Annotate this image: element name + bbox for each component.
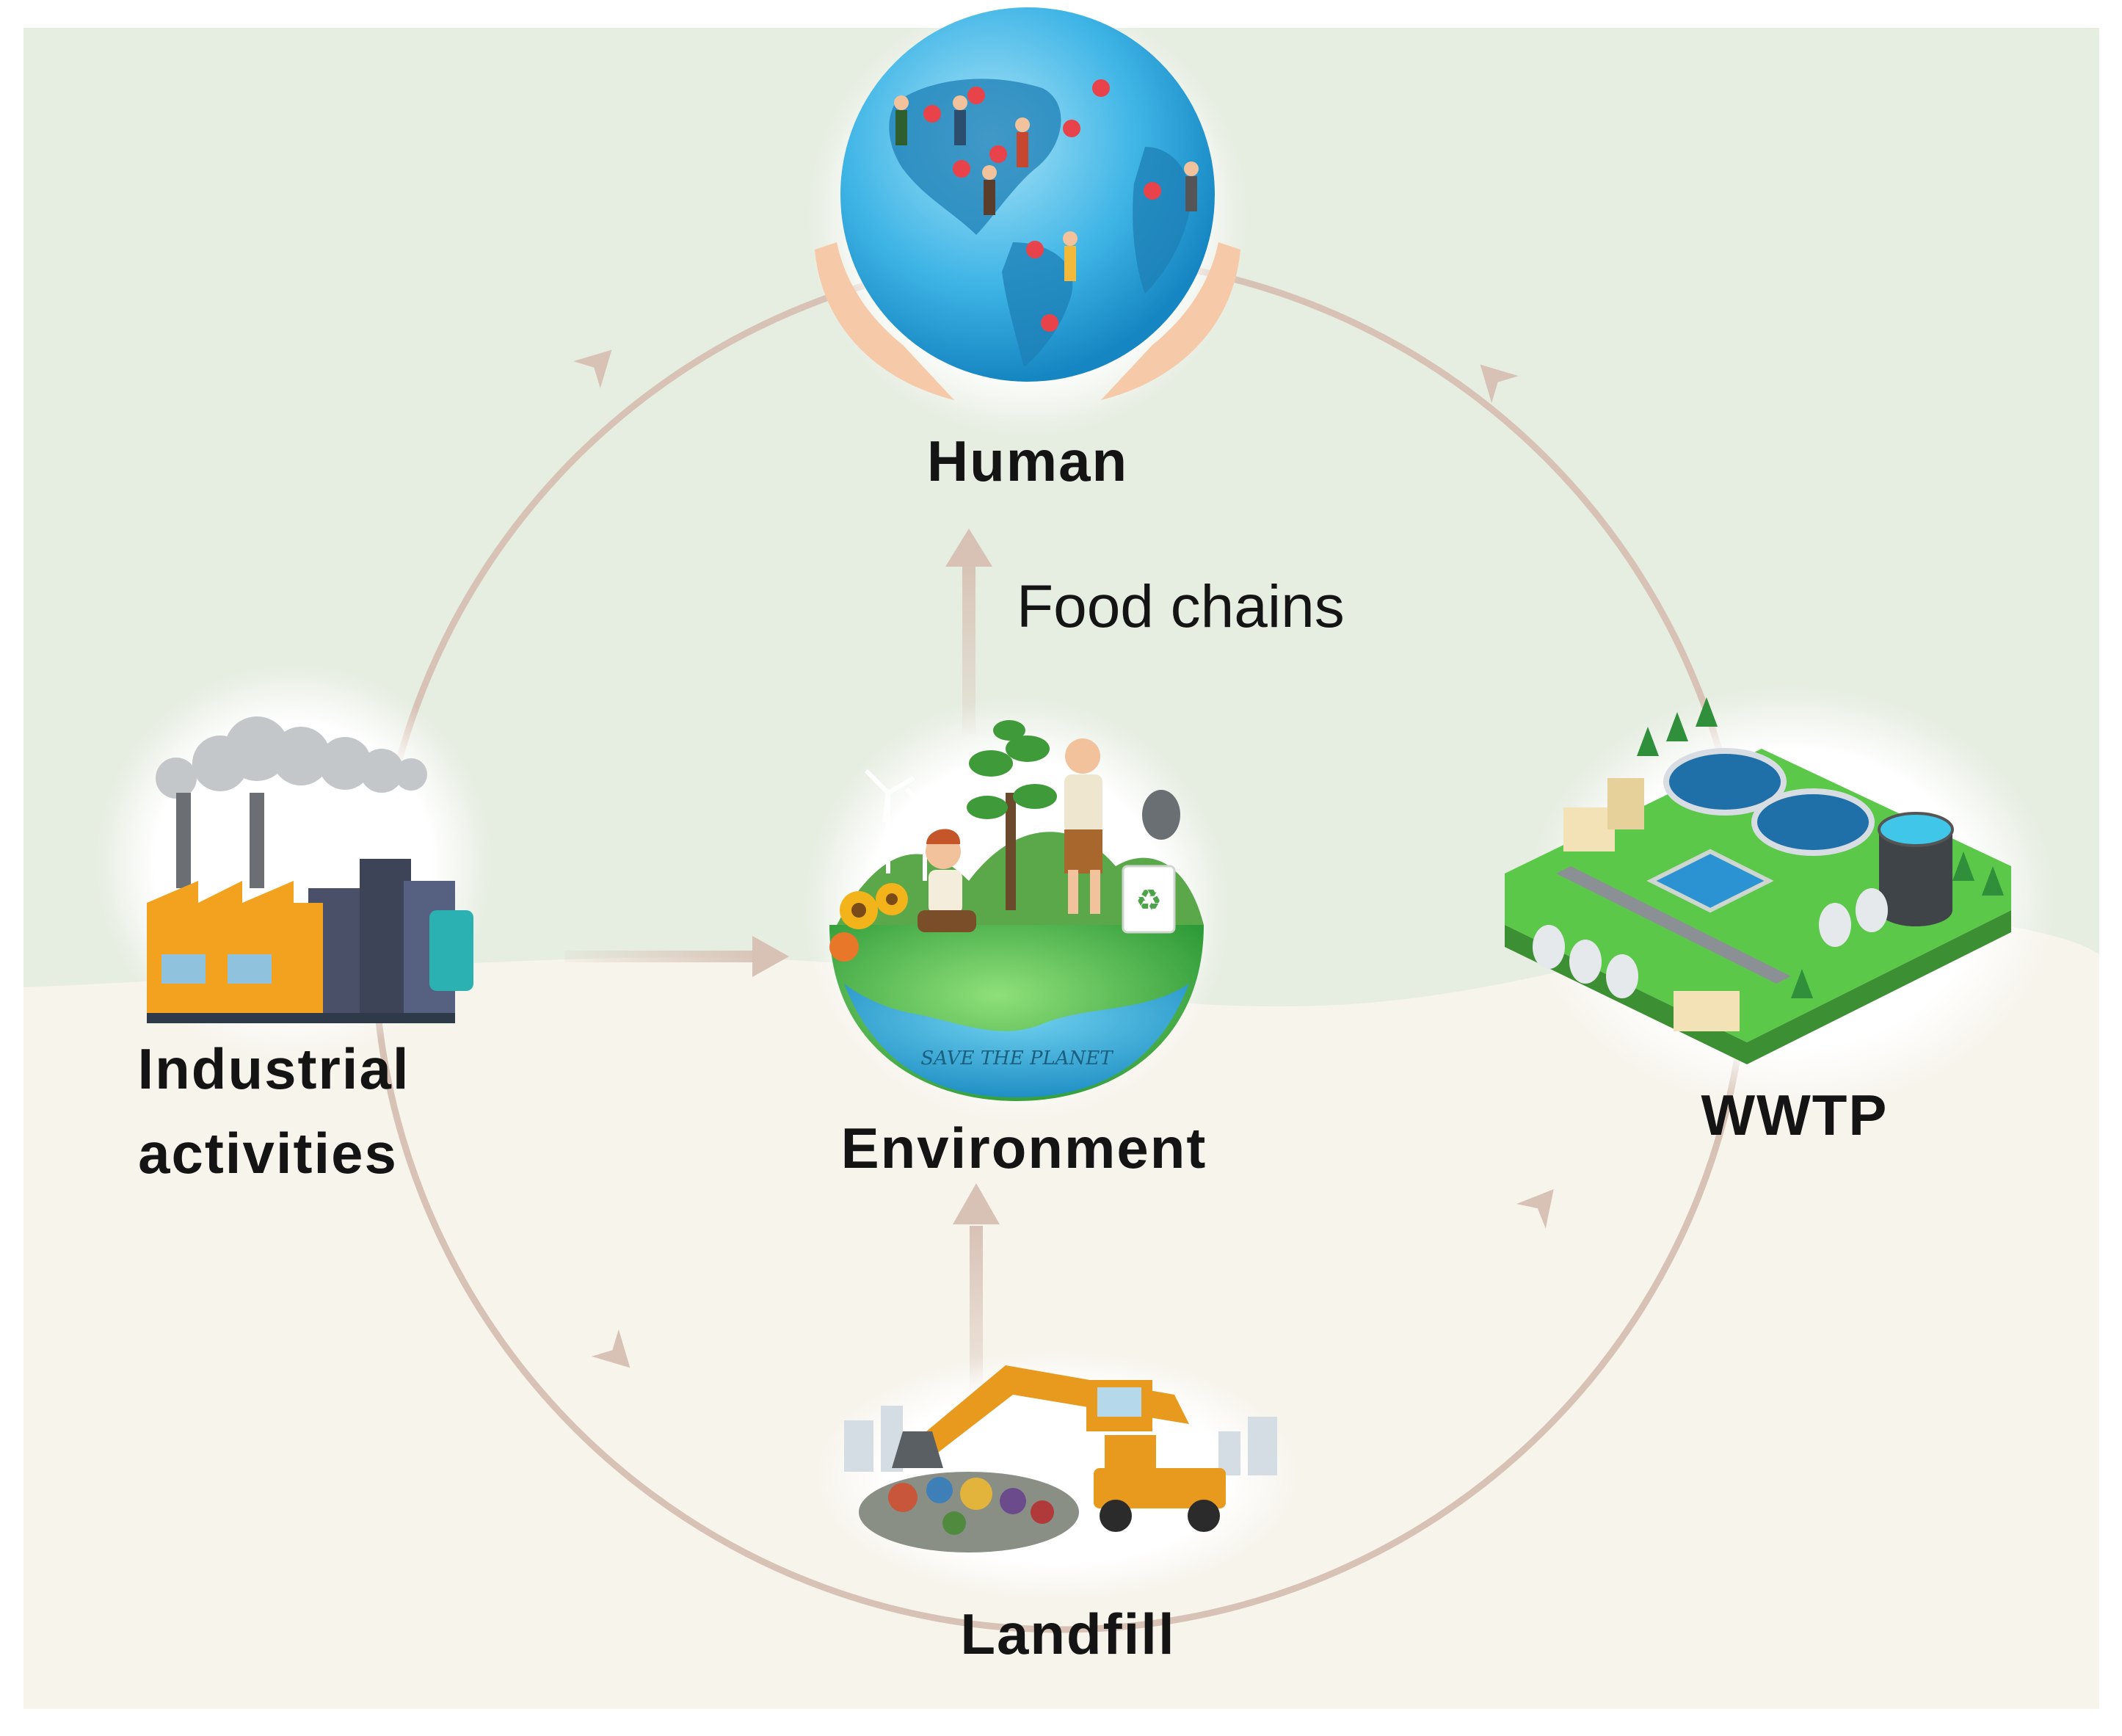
- office-building: [1674, 991, 1740, 1031]
- wwtp-trees: [1637, 697, 2004, 998]
- trash-pile: [859, 1472, 1079, 1552]
- chimney-left: [176, 793, 191, 888]
- tree-leaves: [967, 720, 1057, 819]
- treatment-basin: [1646, 849, 1774, 913]
- right-hand: [1101, 242, 1240, 400]
- clarifier-tank-1: [1663, 748, 1787, 816]
- recycling-bin: [1122, 865, 1176, 934]
- ring-arrowhead-wwtp-to-human: [1480, 364, 1519, 403]
- environment-node-icon: SAVE THE PLANET: [804, 697, 1229, 1123]
- ring-arrowhead-industrial-to-landfill: [592, 1329, 631, 1368]
- wwtp-node-icon: [1505, 686, 2055, 1112]
- excavator: [892, 1365, 1226, 1532]
- ring-arrowhead-landfill-to-wwtp: [1516, 1189, 1554, 1229]
- wwtp-label: WWTP: [1701, 1083, 1889, 1147]
- food-chains-label: Food chains: [1017, 573, 1345, 640]
- environment-label: Environment: [840, 1116, 1207, 1180]
- factory-building: [147, 881, 323, 1020]
- clarifier-tank-2: [1751, 788, 1875, 856]
- woman-planting: [918, 829, 976, 932]
- industrial-label-line2: activities: [138, 1121, 398, 1185]
- left-hand: [815, 242, 954, 400]
- people-figures: [894, 95, 1199, 281]
- save-the-planet-text: SAVE THE PLANET: [920, 1047, 1113, 1069]
- human-label: Human: [926, 429, 1129, 493]
- man-recycling: [1064, 738, 1102, 914]
- sunflowers: [829, 883, 908, 962]
- continent-south-america: [1002, 242, 1073, 367]
- control-building: [1563, 807, 1615, 851]
- map-pins: [923, 79, 1161, 332]
- arrow-environment-to-human: [945, 529, 992, 734]
- lower-background: [23, 917, 2099, 1709]
- industrial-label-line1: Industrial: [137, 1036, 410, 1101]
- wind-turbines: [864, 769, 948, 881]
- continent-europe-africa: [1133, 147, 1191, 294]
- svg-text:♻: ♻: [1136, 884, 1162, 918]
- arrow-industrial-to-environment: [565, 936, 789, 977]
- digester-silos: [1533, 888, 1888, 998]
- ring-arrowhead-industrial-to-human: [573, 349, 612, 388]
- recycling-bag: [1142, 790, 1180, 840]
- earth-ocean: [844, 984, 1189, 1097]
- chimney-right: [250, 793, 264, 888]
- landfill-node-icon: [815, 1351, 1299, 1600]
- human-node-icon: [807, 0, 1248, 437]
- industrial-node-icon: [95, 664, 492, 1061]
- smoke-clouds: [156, 716, 427, 799]
- landfill-label: Landfill: [960, 1602, 1176, 1666]
